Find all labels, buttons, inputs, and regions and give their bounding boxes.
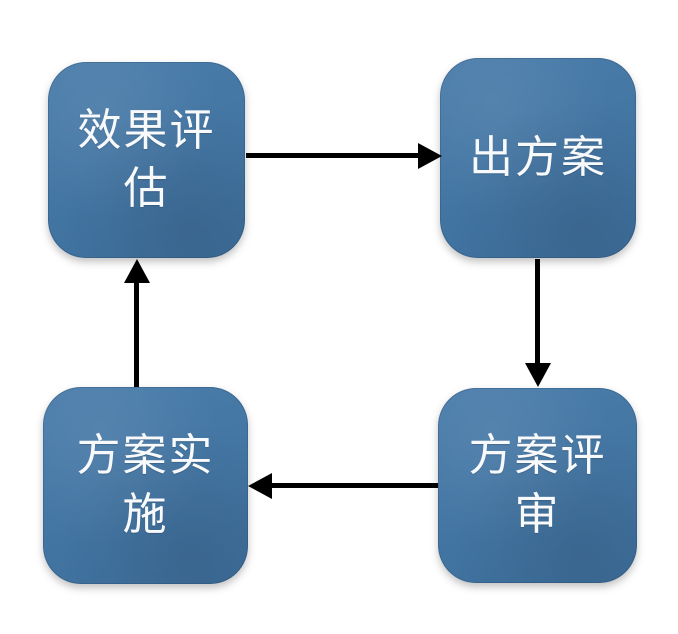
arrowhead-down-icon xyxy=(524,363,551,387)
arrow-shaft xyxy=(246,153,422,158)
node-effect-evaluation-label: 效果评估 xyxy=(77,104,216,214)
node-propose-plan: 出方案 xyxy=(440,58,636,258)
arrow-shaft xyxy=(134,281,139,387)
node-plan-implementation-label: 方案实施 xyxy=(76,430,215,540)
node-effect-evaluation: 效果评估 xyxy=(48,62,245,258)
node-plan-review-label: 方案评审 xyxy=(468,430,607,540)
node-plan-review: 方案评审 xyxy=(438,388,637,583)
arrow-shaft xyxy=(535,259,540,365)
node-plan-implementation: 方案实施 xyxy=(43,387,248,584)
arrowhead-up-icon xyxy=(123,259,150,283)
arrow-shaft xyxy=(270,483,438,488)
arrowhead-right-icon xyxy=(418,142,442,169)
arrowhead-left-icon xyxy=(248,472,272,499)
node-propose-plan-label: 出方案 xyxy=(469,131,607,183)
